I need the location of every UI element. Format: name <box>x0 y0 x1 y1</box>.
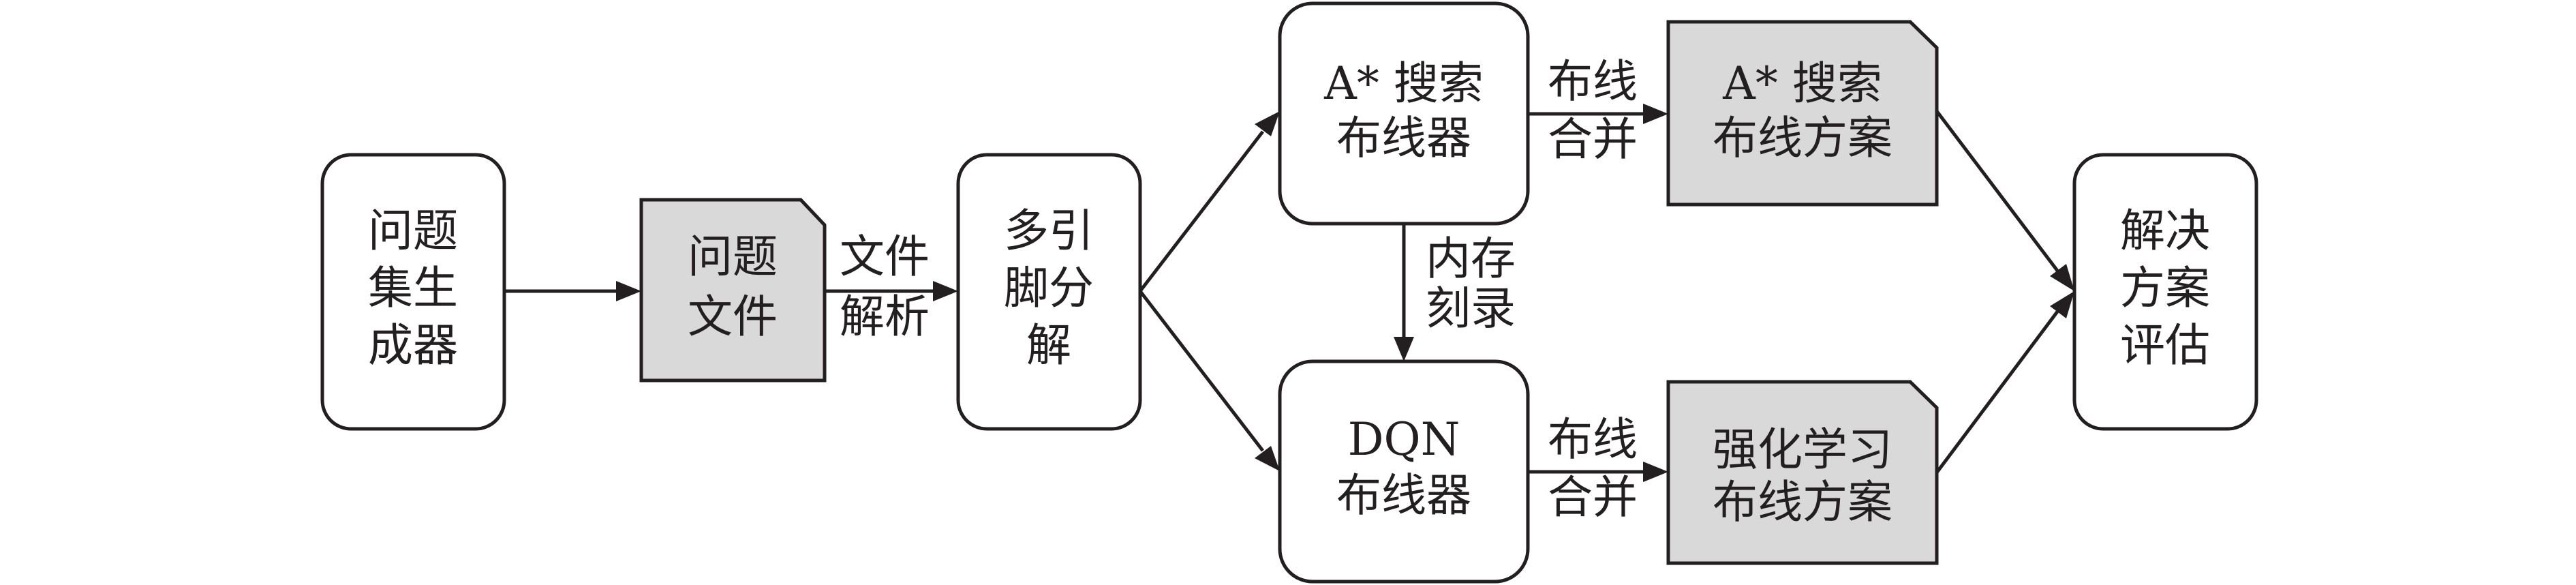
edge-label-memory-line-1: 内存 <box>1426 232 1516 285</box>
arrowhead <box>2050 291 2074 318</box>
edge-label-merge-astar: 布线 合并 <box>1548 55 1638 166</box>
edge-file-to-decomposition <box>825 281 958 301</box>
edge-label-merge-astar-line-1: 布线 <box>1548 55 1638 108</box>
node-astar-plan: A* 搜索 布线方案 <box>1666 20 1939 207</box>
node-problem-generator: 问题 集生 成器 <box>320 153 506 431</box>
arrowhead <box>1643 104 1668 124</box>
node-multi-script-line-1: 多引 <box>1004 205 1094 257</box>
node-evaluation-line-1: 解决 <box>2120 205 2210 257</box>
node-dqn-router-line-1: DQN <box>1348 413 1460 466</box>
node-rl-plan-line-1: 强化学习 <box>1713 423 1892 476</box>
edge-dqn-to-plan <box>1528 462 1668 482</box>
edge-label-parse-line-1: 文件 <box>840 230 930 283</box>
edge-rl-plan-to-evaluation <box>1935 291 2074 474</box>
node-problem-generator-line-2: 集生 <box>368 262 458 314</box>
edge-label-parse-line-2: 解析 <box>840 290 930 343</box>
node-multi-script-line-3: 解 <box>1026 319 1071 372</box>
edge-label-memory-record: 内存 刻录 <box>1426 232 1516 335</box>
node-astar-router-line-1: A* 搜索 <box>1323 57 1484 110</box>
edge-label-merge-dqn: 布线 合并 <box>1548 413 1638 524</box>
node-multi-script-decomposition: 多引 脚分 解 <box>956 153 1142 431</box>
node-dqn-router-line-2: 布线器 <box>1336 469 1471 522</box>
edge-decomposition-to-astar <box>1139 111 1280 292</box>
arrowhead <box>616 281 641 301</box>
node-evaluation-line-3: 评估 <box>2120 319 2210 372</box>
node-multi-script-line-2: 脚分 <box>1004 262 1094 314</box>
arrowhead <box>1255 111 1280 136</box>
arrowhead <box>933 281 958 301</box>
edge-astar-to-plan <box>1528 104 1668 124</box>
arrowhead <box>2050 264 2074 291</box>
node-astar-router-line-2: 布线器 <box>1336 112 1471 164</box>
node-problem-generator-line-3: 成器 <box>368 319 458 372</box>
edge-generator-to-file <box>504 281 641 301</box>
node-astar-plan-line-2: 布线方案 <box>1713 112 1892 164</box>
arrowhead <box>1255 446 1280 471</box>
node-problem-file-line-2: 文件 <box>688 290 778 343</box>
edge-label-memory-line-2: 刻录 <box>1426 282 1516 335</box>
node-problem-generator-line-1: 问题 <box>368 205 458 257</box>
node-problem-file-line-1: 问题 <box>688 230 778 283</box>
node-evaluation: 解决 方案 评估 <box>2072 153 2258 431</box>
node-rl-plan-line-2: 布线方案 <box>1713 476 1892 528</box>
arrowhead <box>1643 462 1668 482</box>
edge-label-parse: 文件 解析 <box>840 230 930 343</box>
node-astar-plan-line-1: A* 搜索 <box>1722 57 1882 110</box>
node-rl-plan: 强化学习 布线方案 <box>1666 380 1939 565</box>
node-evaluation-line-2: 方案 <box>2120 262 2210 314</box>
node-problem-file: 问题 文件 <box>639 198 827 382</box>
node-dqn-router: DQN 布线器 <box>1278 359 1530 584</box>
node-astar-router: A* 搜索 布线器 <box>1278 1 1530 226</box>
edge-label-merge-dqn-line-2: 合并 <box>1548 471 1638 524</box>
arrowhead <box>1394 337 1414 361</box>
edge-decomposition-to-dqn <box>1139 290 1280 471</box>
edge-label-merge-dqn-line-1: 布线 <box>1548 413 1638 466</box>
edge-astar-to-dqn <box>1394 224 1414 361</box>
edge-astar-plan-to-evaluation <box>1935 110 2074 291</box>
edge-label-merge-astar-line-2: 合并 <box>1548 113 1638 166</box>
